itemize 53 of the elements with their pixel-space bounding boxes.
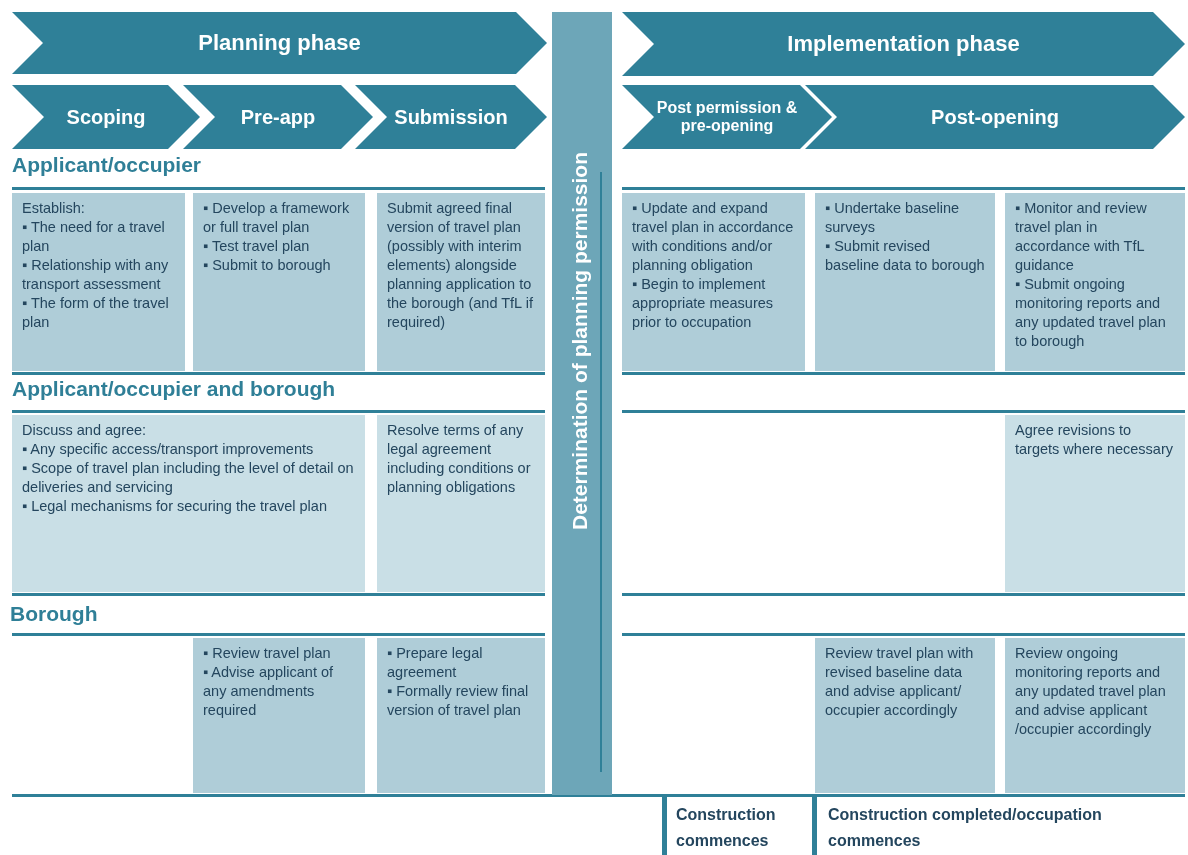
cell-text: Agree revisions to targets where necessary: [1015, 421, 1174, 459]
cell-text: ▪ Submit ongoing monitoring reports and any updated travel plan to borough: [1015, 275, 1167, 351]
table-cell: [12, 415, 365, 592]
cell-text: Establish:: [22, 199, 86, 218]
cell-text: Review travel plan with revised baseline data and advise applicant/ occupier accordingly: [825, 644, 975, 720]
cell-text: ▪ Legal mechanisms for securing the travel plan: [22, 497, 328, 516]
cell-text: ▪ Prepare legal agreement: [387, 644, 484, 682]
cell-text: ▪ Any specific access/transport improvements: [22, 440, 315, 459]
cell-text: ▪ Formally review final version of travel plan: [387, 682, 530, 720]
milestone-label: Construction completed/occupation commences: [828, 805, 1103, 851]
phase-heading: Pre-app: [239, 105, 317, 129]
row-heading: Applicant/occupier: [12, 153, 202, 177]
table-cell: [12, 193, 185, 371]
table-cell: [622, 193, 805, 371]
cell-text: ▪ Review travel plan: [203, 644, 332, 663]
cell-text: ▪ Scope of travel plan including the level of detail on deliveries and servicing: [22, 459, 355, 497]
cell-text: ▪ Update and expand travel plan in accordance with conditions and/or planning obligation: [632, 199, 795, 275]
phase-heading: Submission: [393, 105, 509, 129]
table-cell: [377, 193, 545, 371]
table-cell: [1005, 193, 1185, 371]
cell-text: ▪ Submit revised baseline data to borough: [825, 237, 985, 275]
cell-text: ▪ Submit to borough: [203, 256, 332, 275]
cell-text: ▪ Develop a framework or full travel plan: [203, 199, 351, 237]
cell-text: ▪ Relationship with any transport assessment: [22, 256, 170, 294]
table-cell: [377, 415, 545, 592]
table-cell: [1005, 638, 1185, 793]
bar-label: Determination of planning permission: [568, 152, 592, 531]
phase-heading: Post-opening: [930, 105, 1060, 129]
milestone-label: Construction commences: [676, 805, 777, 851]
cell-text: ▪ The form of the travel plan: [22, 294, 170, 332]
phase-heading: Scoping: [65, 105, 147, 129]
row-heading: Borough: [10, 602, 98, 626]
cell-text: Review ongoing monitoring reports and any updated travel plan and advise applicant /occupier accordingly: [1015, 644, 1167, 739]
table-cell: [193, 638, 365, 793]
cell-text: ▪ Monitor and review travel plan in accordance with TfL guidance: [1015, 199, 1148, 275]
table-cell: [193, 193, 365, 371]
row-heading: Applicant/occupier and borough: [12, 377, 336, 401]
cell-text: ▪ Advise applicant of any amendments required: [203, 663, 335, 720]
table-cell: [815, 193, 995, 371]
cell-text: ▪ The need for a travel plan: [22, 218, 166, 256]
cell-text: Discuss and agree:: [22, 421, 148, 440]
table-cell: [815, 638, 995, 793]
table-cell: [377, 638, 545, 793]
timeline-bar: [552, 12, 612, 795]
cell-text: ▪ Undertake baseline surveys: [825, 199, 961, 237]
cell-text: ▪ Begin to implement appropriate measures prior to occupation: [632, 275, 775, 332]
phase-heading: Implementation phase: [786, 31, 1021, 57]
cell-text: Submit agreed final version of travel plan (possibly with interim elements) alongside planning application to the borough (and TfL if required): [387, 199, 534, 332]
cell-text: ▪ Test travel plan: [203, 237, 311, 256]
table-cell: [1005, 415, 1185, 592]
phase-heading: Post permission & pre-opening: [656, 98, 798, 136]
phase-heading: Planning phase: [197, 30, 362, 56]
cell-text: Resolve terms of any legal agreement including conditions or planning obligations: [387, 421, 532, 497]
